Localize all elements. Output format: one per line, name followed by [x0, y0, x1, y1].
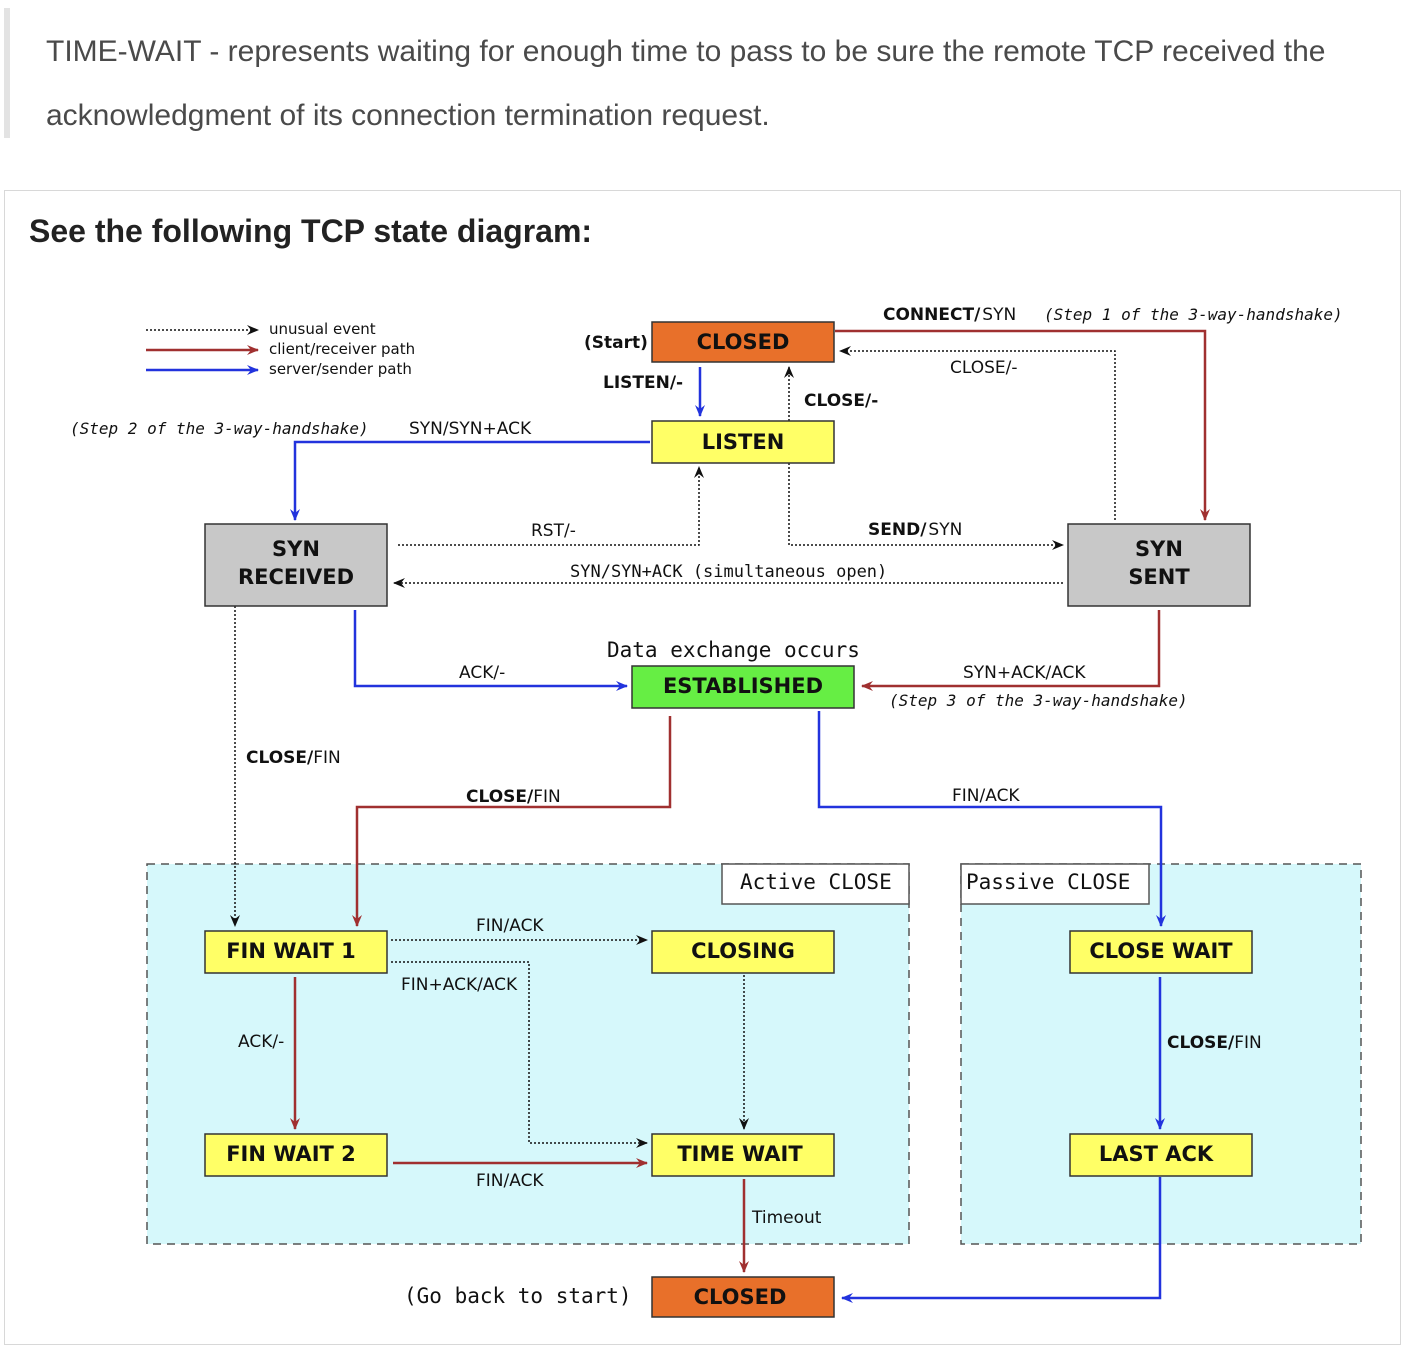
label-closefin-left-bold: CLOSE/	[246, 748, 314, 768]
state-fin-wait-1	[204, 930, 388, 974]
active-close-region	[146, 863, 910, 1245]
state-syn-sent-label-2: SENT	[1128, 565, 1190, 589]
arrow-connect	[835, 329, 1210, 521]
label-data-exchange: Data exchange occurs	[607, 638, 860, 662]
active-close-tag	[721, 863, 910, 905]
label-timeout: Timeout	[751, 1208, 822, 1228]
label-send-bold: SEND/	[868, 520, 927, 540]
label-closefin-cw-rest: FIN	[1234, 1033, 1262, 1053]
state-fin-wait-1-label: FIN WAIT 1	[226, 939, 356, 963]
label-close-syn-sent: CLOSE/-	[950, 358, 1018, 378]
label-send-rest: SYN	[928, 520, 962, 540]
arrow-send-syn	[788, 463, 1064, 550]
arrow-listen-syn-received	[290, 440, 650, 521]
label-connect-bold: CONNECT/	[883, 305, 981, 325]
label-closefin-close-wait: CLOSE/FIN	[1167, 1033, 1262, 1053]
label-go-back: (Go back to start)	[404, 1284, 632, 1308]
label-closefin-left-rest: FIN	[313, 748, 341, 768]
state-closed-top	[651, 321, 835, 363]
arrow-established-fin-wait	[352, 716, 672, 927]
arrow-finack-time-wait	[391, 961, 648, 1148]
state-closed-bottom-label: CLOSED	[694, 1285, 787, 1309]
state-close-wait-label: CLOSE WAIT	[1089, 939, 1233, 963]
state-closed-top-label: CLOSED	[697, 330, 790, 354]
arrow-syn-received-established	[353, 610, 628, 691]
state-last-ack	[1069, 1133, 1253, 1177]
label-finack-closing: FIN/ACK	[476, 916, 544, 936]
label-finackack: FIN+ACK/ACK	[401, 975, 518, 995]
label-ack-fin-wait: ACK/-	[238, 1032, 284, 1052]
label-send: SEND/SYN	[868, 520, 962, 540]
label-finack-time-wait: FIN/ACK	[476, 1171, 544, 1191]
legend-client: client/receiver path	[269, 340, 415, 358]
label-rst: RST/-	[531, 521, 576, 541]
state-closing-label: CLOSING	[691, 939, 795, 963]
label-listen-trans: LISTEN/-	[603, 373, 683, 393]
state-syn-received-label-1: SYN	[272, 537, 320, 561]
arrow-established-close-wait	[817, 711, 1166, 927]
legend-server: server/sender path	[269, 360, 412, 378]
state-established-label: ESTABLISHED	[663, 674, 823, 698]
state-syn-sent	[1067, 523, 1251, 607]
label-close-trans: CLOSE/-	[804, 391, 878, 411]
arrow-last-ack-closed	[841, 1177, 1162, 1303]
label-ack-established: ACK/-	[459, 663, 505, 683]
state-close-wait	[1069, 930, 1253, 974]
passive-close-label: Passive CLOSE	[966, 870, 1130, 894]
quote-text: TIME-WAIT - represents waiting for enoug…	[46, 35, 1326, 132]
state-time-wait-label: TIME WAIT	[677, 1142, 803, 1166]
legend-unusual: unusual event	[269, 320, 376, 338]
label-connect-rest: SYN	[982, 305, 1016, 325]
state-closing	[651, 930, 835, 974]
state-fin-wait-2-label: FIN WAIT 2	[226, 1142, 356, 1166]
blockquote: TIME-WAIT - represents waiting for enoug…	[4, 8, 1406, 138]
label-simultaneous: SYN/SYN+ACK (simultaneous open)	[570, 562, 887, 582]
state-syn-received-label-2: RECEIVED	[238, 565, 354, 589]
label-closefin-mid: CLOSE/FIN	[466, 787, 561, 807]
label-connect: CONNECT/SYN	[883, 305, 1016, 325]
state-closed-bottom	[651, 1276, 835, 1318]
state-fin-wait-2	[204, 1133, 388, 1177]
state-listen	[651, 420, 835, 464]
label-synack-ack: SYN+ACK/ACK	[963, 663, 1086, 683]
label-finack-right: FIN/ACK	[952, 786, 1020, 806]
arrow-syn-sent-established	[861, 610, 1161, 691]
label-closefin-cw-bold: CLOSE/	[1167, 1033, 1235, 1053]
state-last-ack-label: LAST ACK	[1099, 1142, 1214, 1166]
state-syn-received	[204, 523, 388, 607]
label-step3: (Step 3 of the 3-way-handshake)	[889, 691, 1188, 710]
arrow-rst	[398, 466, 704, 546]
state-syn-sent-label-1: SYN	[1135, 537, 1183, 561]
label-closefin-mid-bold: CLOSE/	[466, 787, 534, 807]
state-established	[631, 665, 855, 709]
label-start: (Start)	[584, 333, 648, 353]
passive-close-tag	[960, 863, 1150, 905]
label-closefin-left: CLOSE/FIN	[246, 748, 341, 768]
label-step1: (Step 1 of the 3-way-handshake)	[1044, 305, 1343, 324]
active-close-label: Active CLOSE	[740, 870, 892, 894]
diagram-card: See the following TCP state diagram:	[4, 190, 1401, 1345]
label-closefin-mid-rest: FIN	[533, 787, 561, 807]
state-listen-label: LISTEN	[702, 430, 785, 454]
card-title: See the following TCP state diagram:	[29, 213, 593, 249]
label-step2: (Step 2 of the 3-way-handshake)	[70, 419, 369, 438]
state-time-wait	[651, 1133, 835, 1177]
label-syn-synack: SYN/SYN+ACK	[409, 419, 532, 439]
arrow-syn-sent-close	[839, 346, 1116, 520]
